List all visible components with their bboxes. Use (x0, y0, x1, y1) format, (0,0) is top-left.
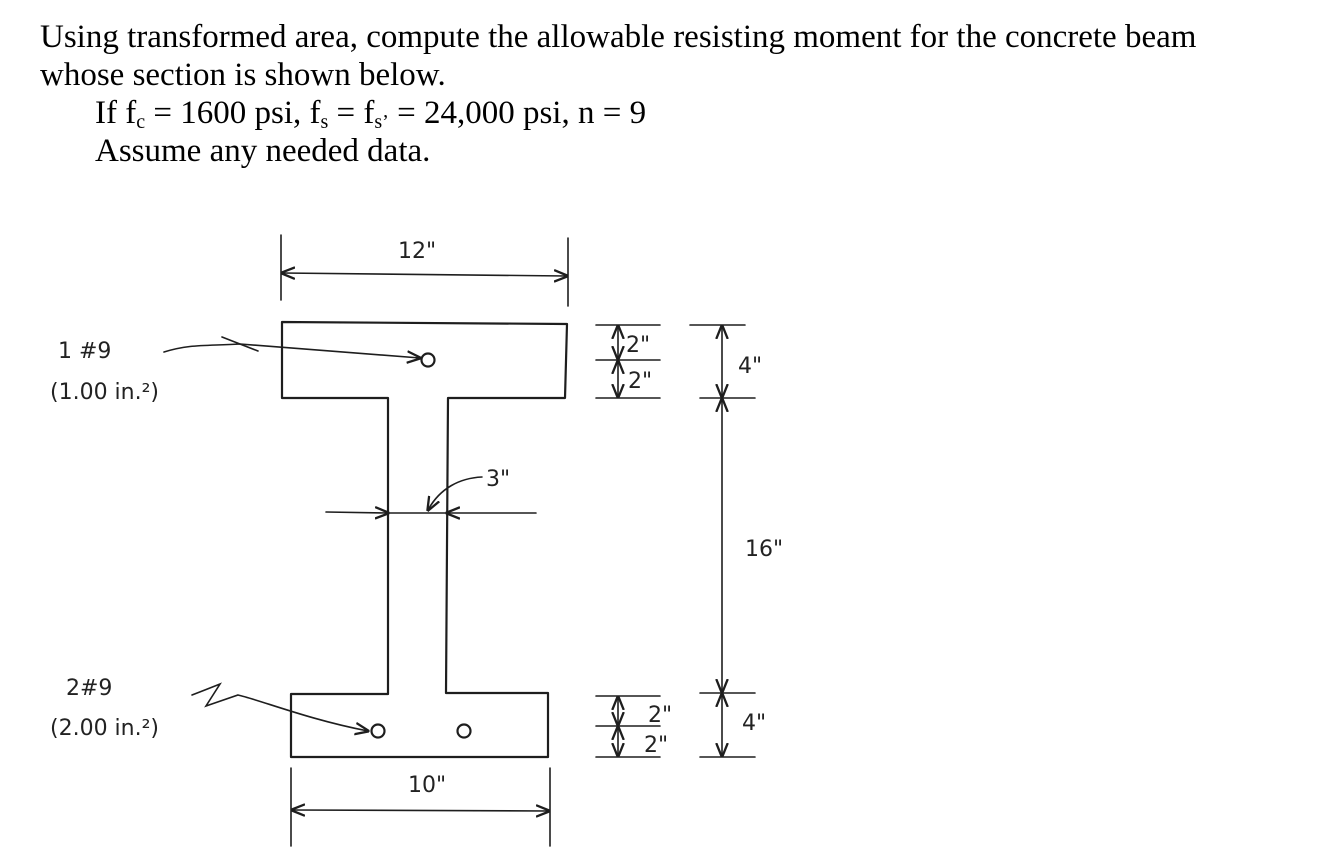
top-rebar (420, 352, 436, 368)
bottom-flange-depth-label: 4" (742, 711, 766, 736)
beam-section-outline (280, 320, 569, 759)
given-fc-value: = 1600 psi, f (145, 95, 321, 131)
problem-line-2: whose section is shown below. (40, 57, 446, 93)
bottom-bar-label: 2#9 (66, 676, 112, 701)
top-bar-area: (1.00 in.²) (50, 380, 159, 405)
top-cover-lower-label: 2" (628, 369, 652, 394)
given-sub-s: s (320, 111, 329, 133)
top-bar-label: 1 #9 (58, 339, 111, 364)
top-rebar-callout: 1 #9 (1.00 in.²) (50, 336, 436, 405)
given-fc-prefix: If f (95, 95, 137, 131)
given-values: If fc = 1600 psi, fs = fs’ = 24,000 psi,… (40, 94, 1330, 132)
problem-line-1: Using transformed area, compute the allo… (40, 19, 1197, 55)
top-cover-upper-label: 2" (626, 333, 650, 358)
bottom-width-label: 10" (408, 773, 446, 798)
depth-dimensions: 4" 16" 4" (689, 324, 783, 758)
top-cover-dimensions: 2" 2" (595, 324, 661, 399)
problem-line-4: Assume any needed data. (95, 133, 431, 169)
top-width-label: 12" (398, 239, 436, 264)
bottom-rebar-callout: 2#9 (2.00 in.²) (50, 676, 472, 741)
web-width-label: 3" (486, 467, 510, 492)
web-depth-label: 16" (745, 537, 783, 562)
given-sub-c: c (136, 111, 146, 133)
given-sub-s-prime: s’ (374, 111, 389, 133)
bottom-bar-area: (2.00 in.²) (50, 716, 159, 741)
given-mid: = f (328, 95, 375, 131)
bottom-cover-dimensions: 2" 2" (595, 695, 672, 758)
top-width-dimension: 12" (280, 234, 569, 307)
bottom-width-dimension: 10" (290, 767, 551, 847)
bottom-rebar-1 (370, 723, 386, 739)
web-width-dimension: 3" (325, 467, 537, 513)
given-rest: = 24,000 psi, n = 9 (388, 95, 647, 131)
problem-statement: Using transformed area, compute the allo… (40, 18, 1330, 170)
bottom-cover-upper-label: 2" (648, 703, 672, 728)
bottom-cover-lower-label: 2" (644, 733, 668, 758)
top-flange-depth-label: 4" (738, 354, 762, 379)
bottom-rebar-2 (456, 723, 472, 739)
